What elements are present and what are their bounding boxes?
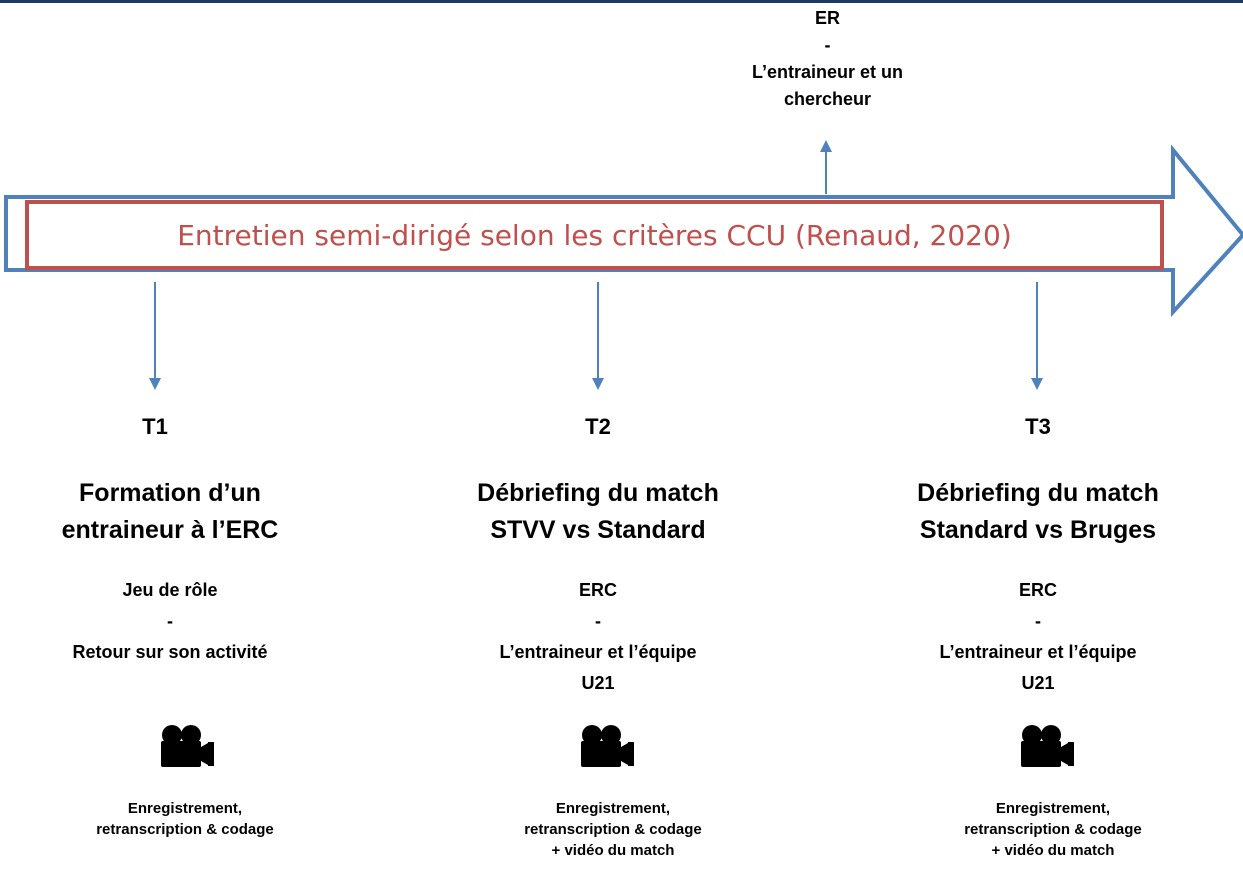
er-note-line: L’entraineur et un [751,62,904,82]
stage-desc-line: U21 [1021,673,1055,693]
video-camera-icon [581,725,634,767]
stage-foot-line: Enregistrement, [127,800,243,817]
er-note-line: - [824,35,831,55]
stage-label-t1: T1 [142,414,168,439]
stage-title-t3: Débriefing du match Standard vs Bruges [853,475,1223,549]
stage-desc-line: - [1035,611,1041,631]
stage-desc-t1: Jeu de rôle - Retour sur son activité [0,575,350,668]
stage-title-line: Débriefing du match [477,479,719,507]
stage-foot-line: retranscription & codage [964,821,1142,838]
stage-desc-line: - [167,611,173,631]
stage-title-line: entraineur à l’ERC [61,516,279,544]
stage-title-line: STVV vs Standard [490,516,706,544]
er-note-line: ER [814,8,840,28]
stage-title-line: Standard vs Bruges [919,516,1157,544]
stage-foot-line: retranscription & codage [96,821,274,838]
top-rule [0,0,1243,3]
stage-desc-t3: ERC - L’entraineur et l’équipe U21 [858,575,1218,699]
video-camera-icon [1021,725,1074,767]
stage-foot-line: retranscription & codage [524,821,702,838]
stage-desc-line: Jeu de rôle [122,580,218,600]
stage-desc-line: - [595,611,601,631]
stage-desc-line: Retour sur son activité [72,642,268,662]
stage-title-line: Formation d’un [79,479,261,507]
stage-foot-line: Enregistrement, [555,800,671,817]
stage-desc-line: U21 [581,673,615,693]
banner-title: Entretien semi-dirigé selon les critères… [177,218,1012,252]
stage-desc-line: L’entraineur et l’équipe [499,642,697,662]
banner-box [25,200,1164,270]
stage-title-line: Débriefing du match [917,479,1159,507]
stage-desc-line: ERC [1018,580,1057,600]
stage-foot-line: Enregistrement, [995,800,1111,817]
stage-desc-t2: ERC - L’entraineur et l’équipe U21 [418,575,778,699]
stage-foot-t1: Enregistrement, retranscription & codage [15,798,355,840]
stage-foot-t2: Enregistrement, retranscription & codage… [443,798,783,861]
stage-desc-line: ERC [578,580,617,600]
er-note: ER - L’entraineur et un chercheur [640,5,1015,113]
stage-foot-line: + vidéo du match [991,842,1115,859]
stage-desc-line: L’entraineur et l’équipe [939,642,1137,662]
er-note-line: chercheur [783,89,872,109]
stage-title-t2: Débriefing du match STVV vs Standard [413,475,783,549]
video-camera-icon [161,725,214,767]
stage-foot-t3: Enregistrement, retranscription & codage… [883,798,1223,861]
stage-title-t1: Formation d’un entraineur à l’ERC [0,475,355,549]
stage-label-t3: T3 [1025,414,1051,439]
stage-foot-line: + vidéo du match [551,842,675,859]
stage-label-t2: T2 [585,414,611,439]
